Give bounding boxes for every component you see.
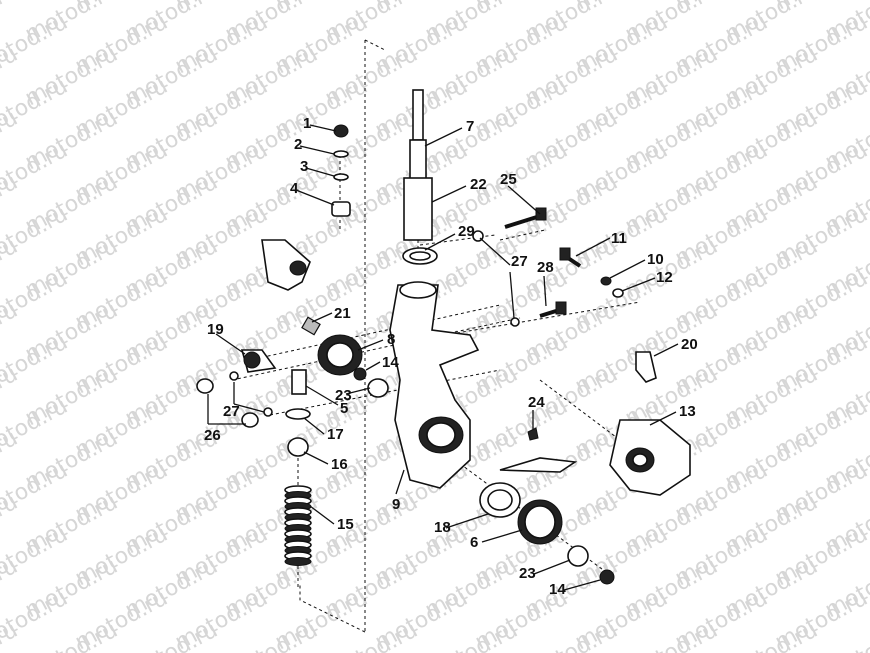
callout-16: 16	[331, 456, 348, 473]
callout-24: 24	[528, 394, 545, 411]
callout-27: 27	[511, 253, 528, 270]
callout-19: 19	[207, 321, 224, 338]
callout-7: 7	[466, 118, 474, 135]
part-shock-absorber[interactable]	[403, 89, 433, 241]
part-left-hardware[interactable]	[196, 349, 311, 457]
callout-14: 14	[549, 581, 566, 598]
callout-25: 25	[500, 171, 517, 188]
callout-20: 20	[681, 336, 698, 353]
callout-4: 4	[290, 180, 299, 197]
callout-26: 26	[204, 427, 221, 444]
callout-11: 11	[611, 230, 627, 247]
callout-2: 2	[294, 136, 302, 153]
part-brake-caliper[interactable]	[609, 419, 691, 496]
callout-23: 23	[519, 565, 536, 582]
callout-17: 17	[327, 426, 344, 443]
callout-10: 10	[647, 251, 664, 268]
callout-8: 8	[387, 331, 395, 348]
part-coil-spring[interactable]	[284, 485, 312, 566]
callout-6: 6	[470, 534, 478, 551]
callout-5: 5	[340, 400, 348, 417]
callout-14: 14	[382, 354, 399, 371]
part-bushing-seal[interactable]	[301, 316, 389, 398]
callout-21: 21	[334, 305, 351, 322]
callout-12: 12	[656, 269, 673, 286]
part-seal-ring[interactable]	[402, 247, 438, 265]
callout-15: 15	[337, 516, 354, 533]
part-upper-bracket[interactable]	[261, 239, 311, 291]
part-hub-bearing[interactable]	[479, 427, 615, 585]
callout-3: 3	[300, 158, 308, 175]
leader-lines	[207, 124, 679, 591]
callout-9: 9	[392, 496, 400, 513]
callout-18: 18	[434, 519, 451, 536]
callout-1: 1	[303, 115, 311, 132]
part-bolts[interactable]	[472, 207, 624, 327]
callout-23: 23	[335, 387, 352, 404]
callout-27: 27	[223, 403, 240, 420]
part-wedge[interactable]	[635, 351, 657, 383]
part-steering-knuckle[interactable]	[389, 281, 480, 489]
callout-29: 29	[458, 223, 475, 240]
callout-22: 22	[470, 176, 487, 193]
callout-13: 13	[679, 403, 696, 420]
callout-28: 28	[537, 259, 554, 276]
